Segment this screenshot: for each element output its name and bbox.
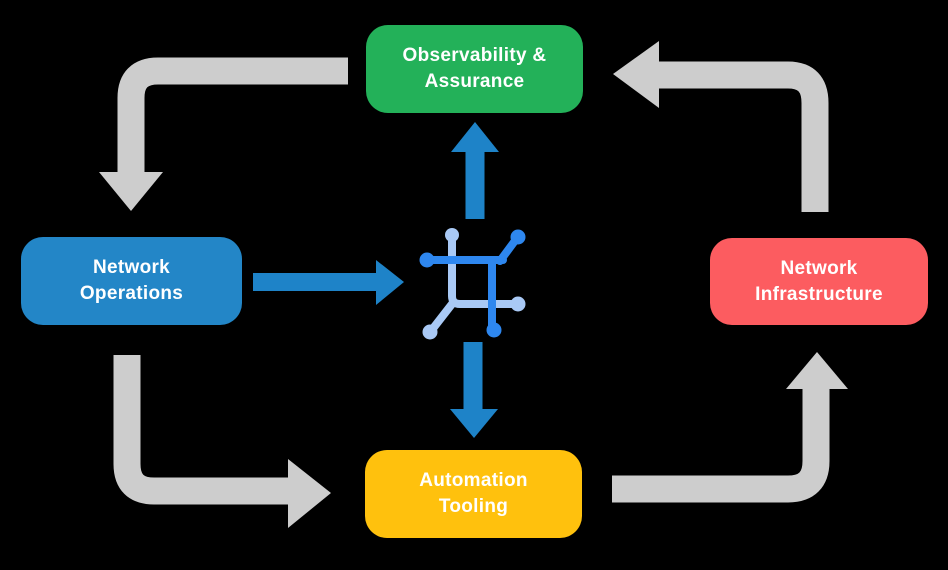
node-network-infrastructure: Network Infrastructure [710,238,928,325]
node-label-line: Network [92,257,171,278]
cycle-arrow-top-right [613,41,829,212]
icon-node-right [510,296,526,312]
node-automation-tooling: Automation Tooling [365,450,582,538]
cycle-arrow-top-left [99,57,348,211]
node-network-operations: Network Operations [21,237,242,325]
node-label-line: Network [780,257,858,279]
icon-node-bottom-left [422,324,438,340]
node-label-line: Operations [79,283,184,304]
node-label-line: Automation [419,470,528,491]
hub-arrow-right [253,260,404,305]
icon-node-top-right [510,229,526,245]
icon-node-bottom [486,322,502,338]
node-observability-assurance: Observability & Assurance [366,25,583,113]
icon-node-top [445,228,459,242]
hub-arrow-up [451,122,499,219]
node-label-line: Tooling [438,496,509,517]
icon-node-left [419,252,435,268]
cycle-arrow-bottom-right [612,352,848,503]
hub-arrow-down [450,342,498,438]
node-label-line: Observability & [402,45,547,66]
cycle-arrow-bottom-left [113,355,331,528]
node-label-line: Infrastructure [755,283,883,305]
node-label-line: Assurance [424,71,525,92]
network-topology-icon [419,228,526,340]
